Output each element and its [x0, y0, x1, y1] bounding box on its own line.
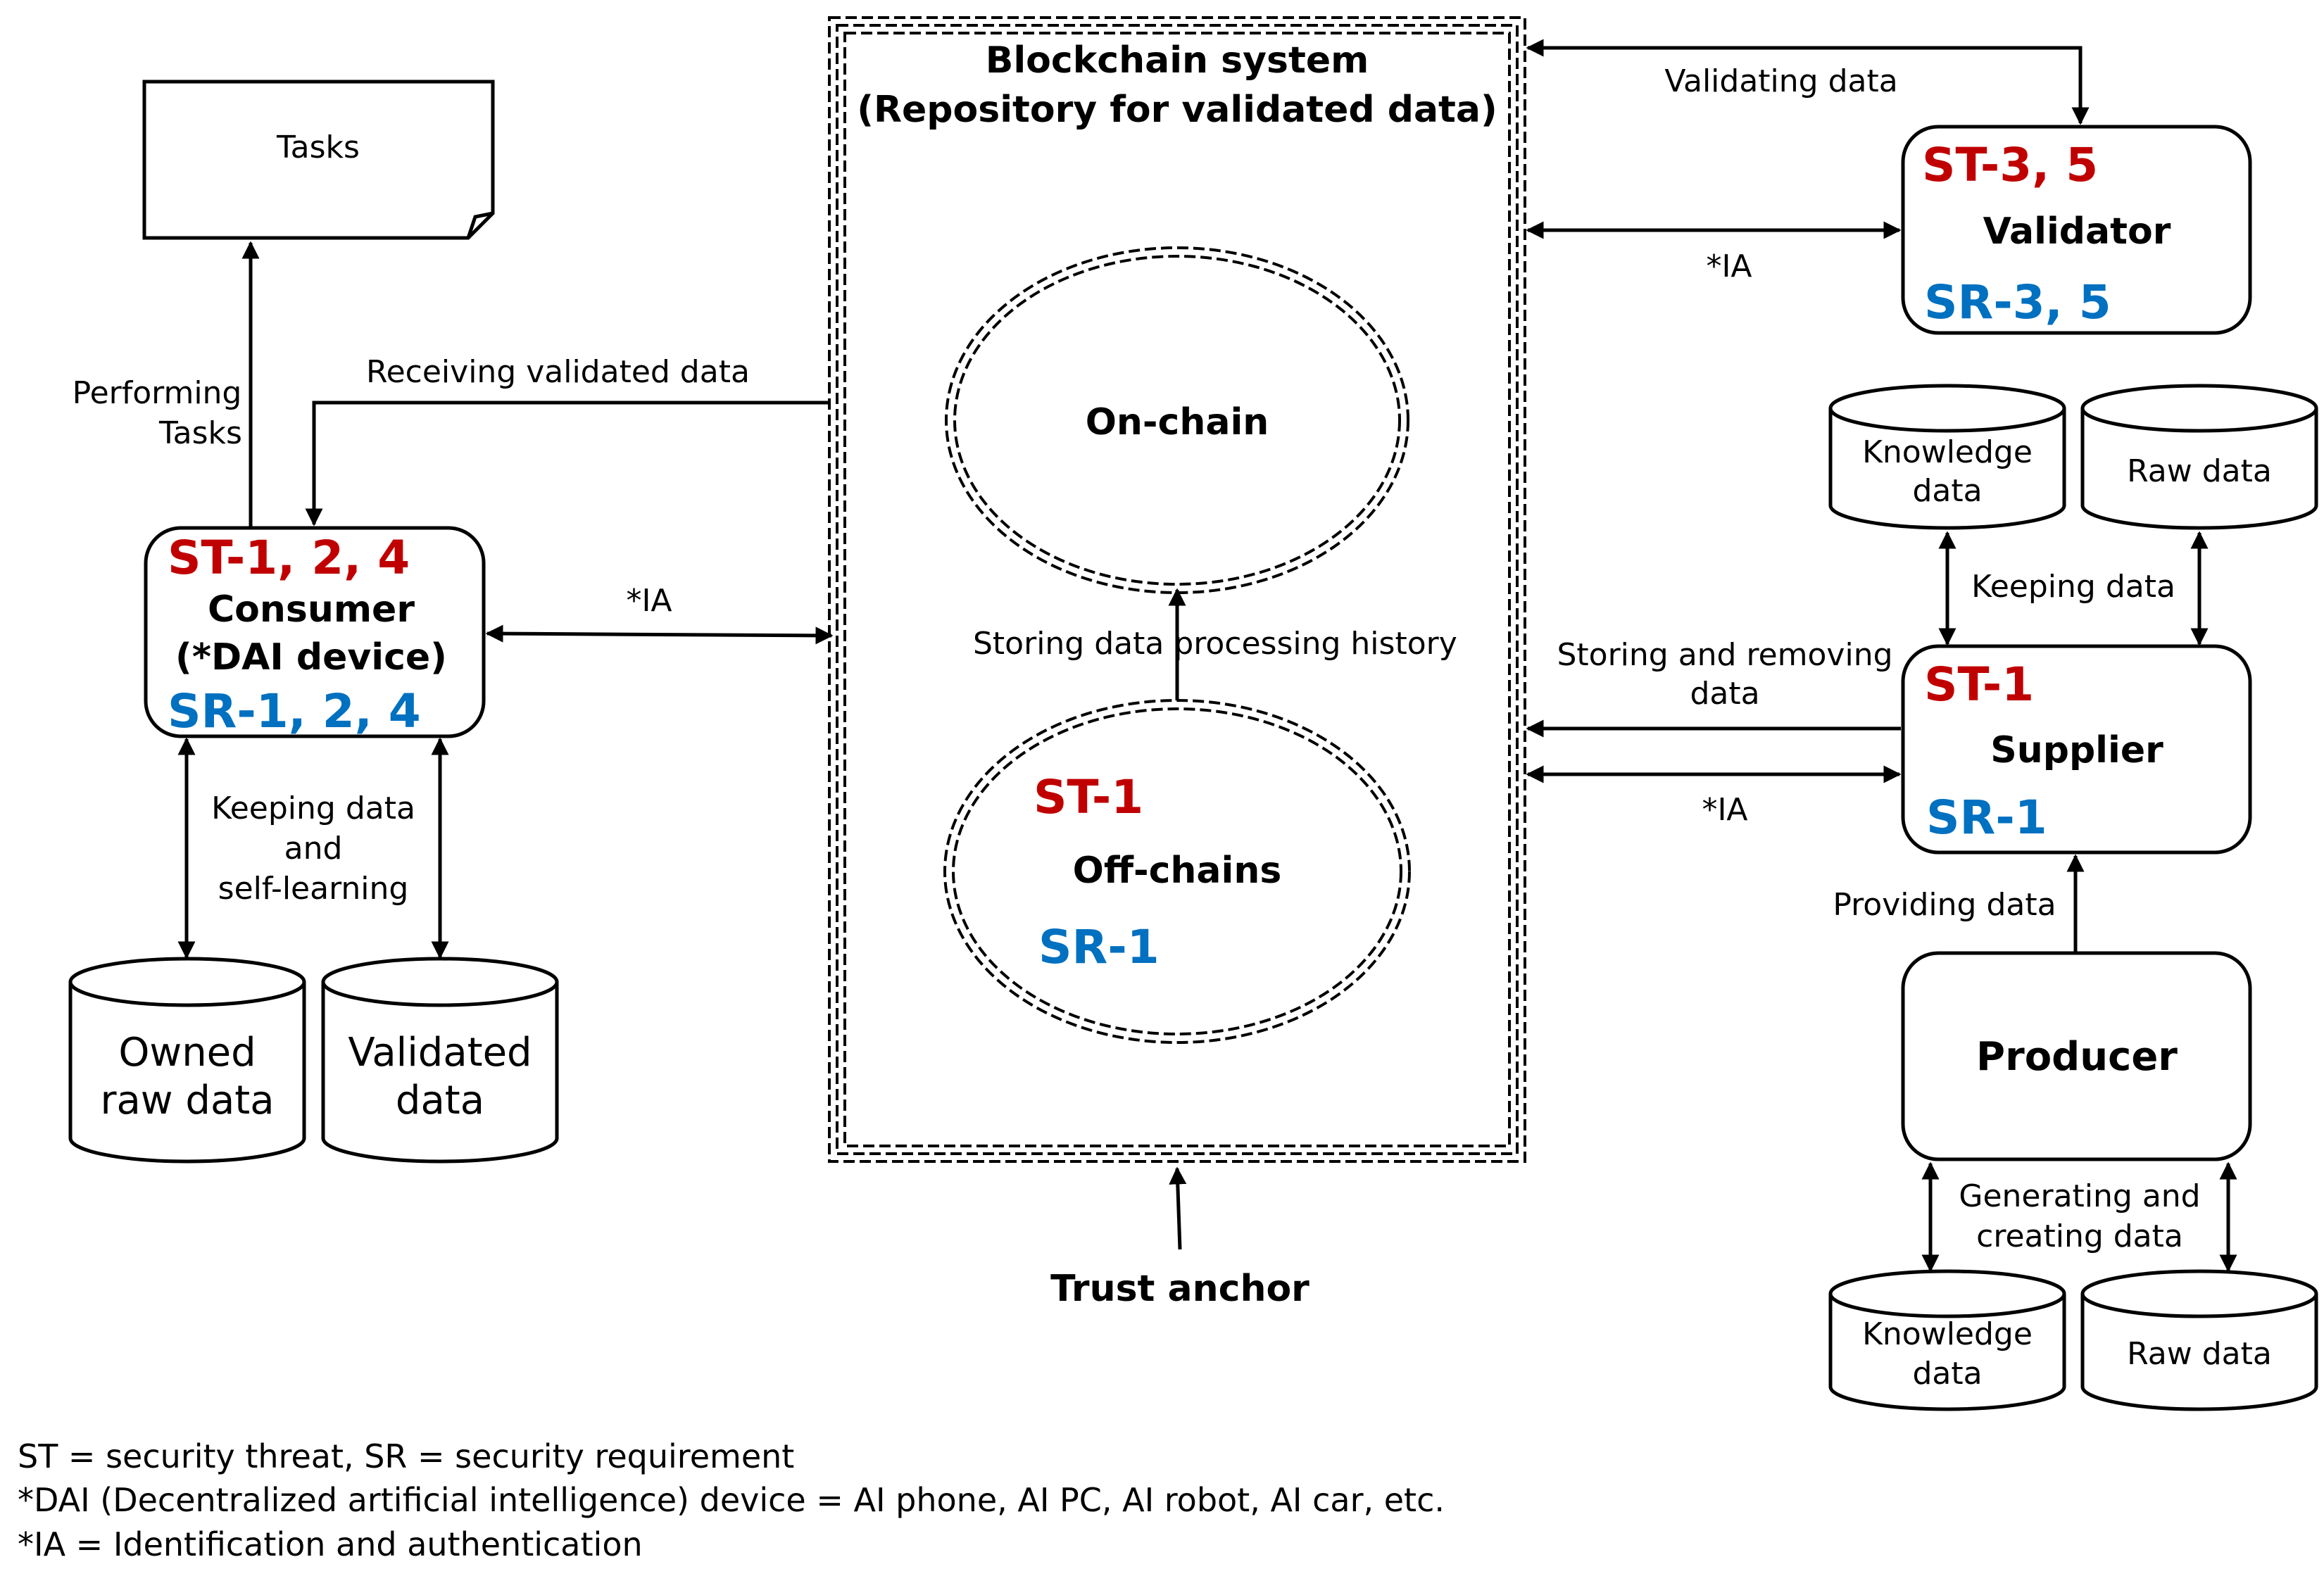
- validator-ia-label: *IA: [1706, 248, 1752, 284]
- off-chain-threat-label: ST-1: [1034, 770, 1143, 824]
- tasks-document-fold: [466, 211, 494, 239]
- producer-name: Producer: [1976, 1034, 2178, 1080]
- validator-name: Validator: [1983, 210, 2171, 253]
- storing-removing-label-line1: Storing and removing: [1557, 637, 1892, 673]
- producer-knowledge-label-line2: data: [1912, 1356, 1982, 1392]
- validated-data-database: [321, 957, 559, 1164]
- consumer-requirement-label: SR-1, 2, 4: [168, 684, 421, 738]
- providing-data-label: Providing data: [1833, 887, 2056, 923]
- producer-raw-data-label: Raw data: [2127, 1336, 2272, 1372]
- supplier-raw-database: [2080, 384, 2318, 530]
- legend-line-1: ST = security threat, SR = security requ…: [18, 1437, 794, 1475]
- validating-data-arrow: [1526, 39, 2090, 125]
- consumer-box: [144, 526, 486, 738]
- supplier-knowledge-label-line1: Knowledge: [1862, 434, 2033, 470]
- supplier-threat-label: ST-1: [1924, 657, 2034, 712]
- performing-tasks-label-line1: Performing: [73, 375, 242, 411]
- validated-data-label-line2: data: [396, 1078, 484, 1123]
- supplier-raw-data-label: Raw data: [2127, 453, 2272, 489]
- consumer-keeping-label-line3: self-learning: [218, 871, 409, 907]
- validating-data-label: Validating data: [1664, 63, 1897, 99]
- supplier-box: [1901, 644, 2252, 855]
- owned-raw-data-label-line1: Owned: [118, 1030, 256, 1076]
- tasks-label: Tasks: [276, 130, 360, 165]
- trust-anchor-arrow: [1169, 1166, 1187, 1250]
- producer-knowledge-database: [1828, 1269, 2066, 1411]
- blockchain-title-line2: (Repository for validated data): [857, 89, 1497, 131]
- owned-raw-data-database: [68, 957, 306, 1164]
- consumer-name: Consumer: [208, 588, 415, 631]
- supplier-ia-label: *IA: [1702, 792, 1747, 828]
- receiving-validated-data-arrow: [305, 401, 829, 527]
- validator-threat-label: ST-3, 5: [1922, 138, 2098, 192]
- producer-generating-label-line1: Generating and: [1959, 1178, 2200, 1214]
- trust-anchor-label: Trust anchor: [1050, 1268, 1309, 1310]
- supplier-requirement-label: SR-1: [1926, 790, 2047, 845]
- validator-requirement-label: SR-3, 5: [1924, 275, 2111, 329]
- supplier-name: Supplier: [1990, 729, 2163, 771]
- legend-line-2: *DAI (Decentralized artificial intellige…: [18, 1481, 1445, 1519]
- consumer-keeping-label-line2: and: [284, 831, 343, 867]
- off-chain-requirement-label: SR-1: [1038, 920, 1160, 974]
- tasks-document-shape: [142, 80, 495, 240]
- consumer-keeping-label-line1: Keeping data: [211, 790, 415, 826]
- consumer-ia-arrow: [485, 624, 834, 645]
- producer-raw-database: [2080, 1269, 2318, 1411]
- validated-data-label-line1: Validated: [348, 1030, 532, 1076]
- storing-removing-label-line2: data: [1690, 676, 1759, 712]
- supplier-keeping-label: Keeping data: [1971, 569, 2175, 605]
- on-chain-label: On-chain: [1086, 401, 1269, 443]
- blockchain-system-frame: [828, 16, 1526, 1163]
- legend-line-3: *IA = Identification and authentication: [18, 1525, 643, 1563]
- supplier-knowledge-label-line2: data: [1912, 473, 1982, 509]
- off-chain-label: Off-chains: [1073, 850, 1282, 892]
- receiving-validated-data-label: Receiving validated data: [366, 354, 750, 390]
- producer-knowledge-label-line1: Knowledge: [1862, 1316, 2033, 1352]
- validator-box: [1901, 125, 2252, 335]
- performing-tasks-label-line2: Tasks: [158, 415, 242, 451]
- blockchain-title-line1: Blockchain system: [986, 39, 1369, 82]
- consumer-threat-label: ST-1, 2, 4: [168, 531, 410, 585]
- consumer-device-label: (*DAI device): [175, 636, 447, 679]
- owned-raw-data-label-line2: raw data: [100, 1078, 274, 1123]
- storing-history-label: Storing data processing history: [973, 626, 1457, 662]
- consumer-ia-label: *IA: [626, 583, 672, 619]
- producer-box: [1901, 951, 2252, 1161]
- producer-generating-label-line2: creating data: [1976, 1218, 2183, 1254]
- supplier-knowledge-database: [1828, 384, 2066, 530]
